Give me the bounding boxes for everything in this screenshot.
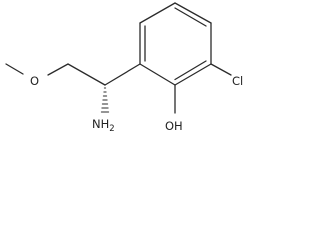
hydroxyl-label: OH (165, 119, 183, 133)
bond-ring-chlorine (210, 63, 232, 76)
chlorine-label: Cl (232, 74, 243, 88)
amine-label: NH2 (92, 117, 115, 134)
bond-methyl-oxygen (5, 63, 24, 75)
oxygen-label: O (30, 74, 39, 88)
bond-stereocenter-ring (104, 63, 141, 86)
structure-canvas: O NH2 OH Cl (0, 0, 258, 136)
bond-oxygen-ch2 (47, 63, 69, 76)
benzene-ring (139, 2, 212, 86)
hashed-wedge-bond (100, 87, 110, 113)
bond-ch2-stereocenter (67, 63, 106, 86)
chemical-structure: O NH2 OH Cl (5, 2, 243, 134)
